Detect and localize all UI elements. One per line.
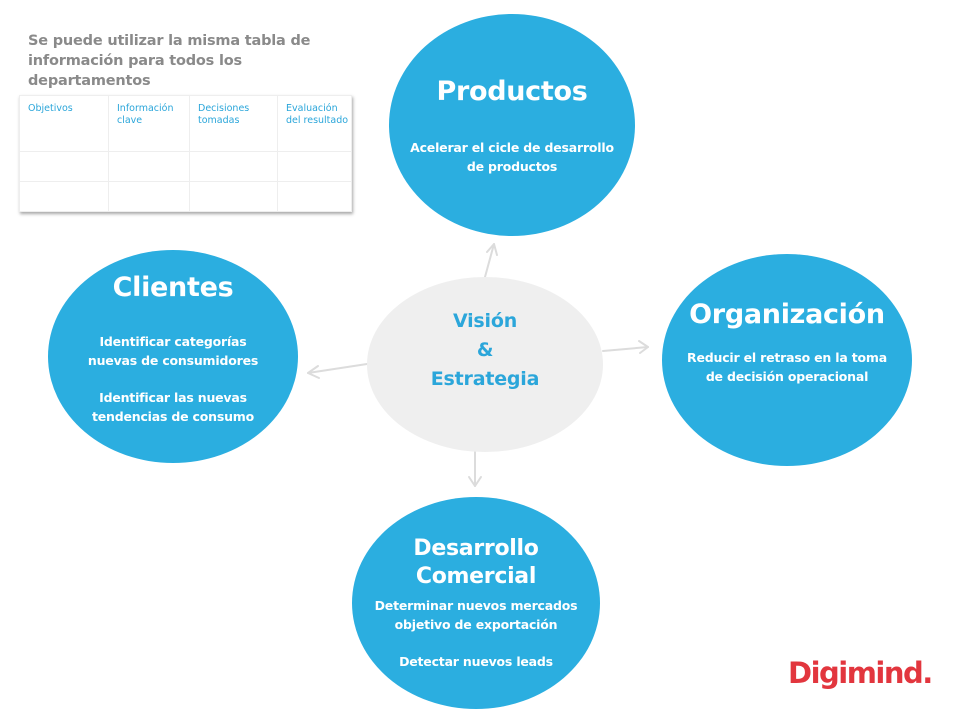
- node-desarrollo-title: Desarrollo Comercial: [413, 536, 539, 589]
- node-desarrollo-comercial: Desarrollo Comercial Determinar nuevos m…: [352, 497, 600, 709]
- table-header-row: Objetivos Información clave Decisiones t…: [19, 95, 352, 152]
- center-line-2: &: [476, 339, 494, 361]
- table-cell: [19, 181, 109, 212]
- node-organizacion-desc: Reducir el retraso en la toma de decisió…: [687, 350, 887, 384]
- table-note-line-2: información para todos los departamentos: [28, 53, 242, 89]
- center-line-1: Visión: [452, 310, 518, 332]
- center-line-3: Estrategia: [430, 368, 540, 390]
- table-row: [19, 181, 352, 212]
- arrow-to-desarrollo: [468, 451, 482, 487]
- digimind-logo: Digimind.: [788, 656, 933, 690]
- info-table: Objetivos Información clave Decisiones t…: [19, 95, 352, 212]
- node-productos-desc: Acelerar el cicle de desarrollo de produ…: [410, 140, 614, 174]
- table-cell: [189, 181, 278, 212]
- center-vision-estrategia: Visión & Estrategia: [367, 277, 603, 452]
- table-cell: [19, 151, 109, 182]
- node-clientes-desc: Identificar categorías nuevas de consumi…: [87, 334, 259, 424]
- node-clientes-title: Clientes: [112, 272, 234, 303]
- col-header-objetivos: Objetivos: [19, 95, 109, 152]
- table-note: Se puede utilizar la misma tabla de info…: [28, 31, 368, 91]
- table-cell: [277, 151, 352, 182]
- table-row: [19, 151, 352, 182]
- table-note-line-1: Se puede utilizar la misma tabla de: [28, 33, 311, 49]
- arrow-to-organizacion: [602, 340, 649, 354]
- table-cell: [108, 151, 190, 182]
- node-productos: Productos Acelerar el cicle de desarroll…: [389, 14, 635, 236]
- node-clientes: Clientes Identificar categorías nuevas d…: [48, 250, 298, 463]
- arrow-to-clientes: [307, 363, 368, 379]
- table-cell: [189, 151, 278, 182]
- arrow-to-productos: [484, 243, 498, 278]
- col-header-evaluacion: Evaluación del resultado: [277, 95, 352, 152]
- node-organizacion-title: Organización: [689, 299, 885, 330]
- node-desarrollo-desc: Determinar nuevos mercados objetivo de e…: [374, 598, 578, 669]
- node-organizacion: Organización Reducir el retraso en la to…: [662, 254, 912, 466]
- node-productos-title: Productos: [436, 76, 588, 107]
- table-cell: [277, 181, 352, 212]
- table-cell: [108, 181, 190, 212]
